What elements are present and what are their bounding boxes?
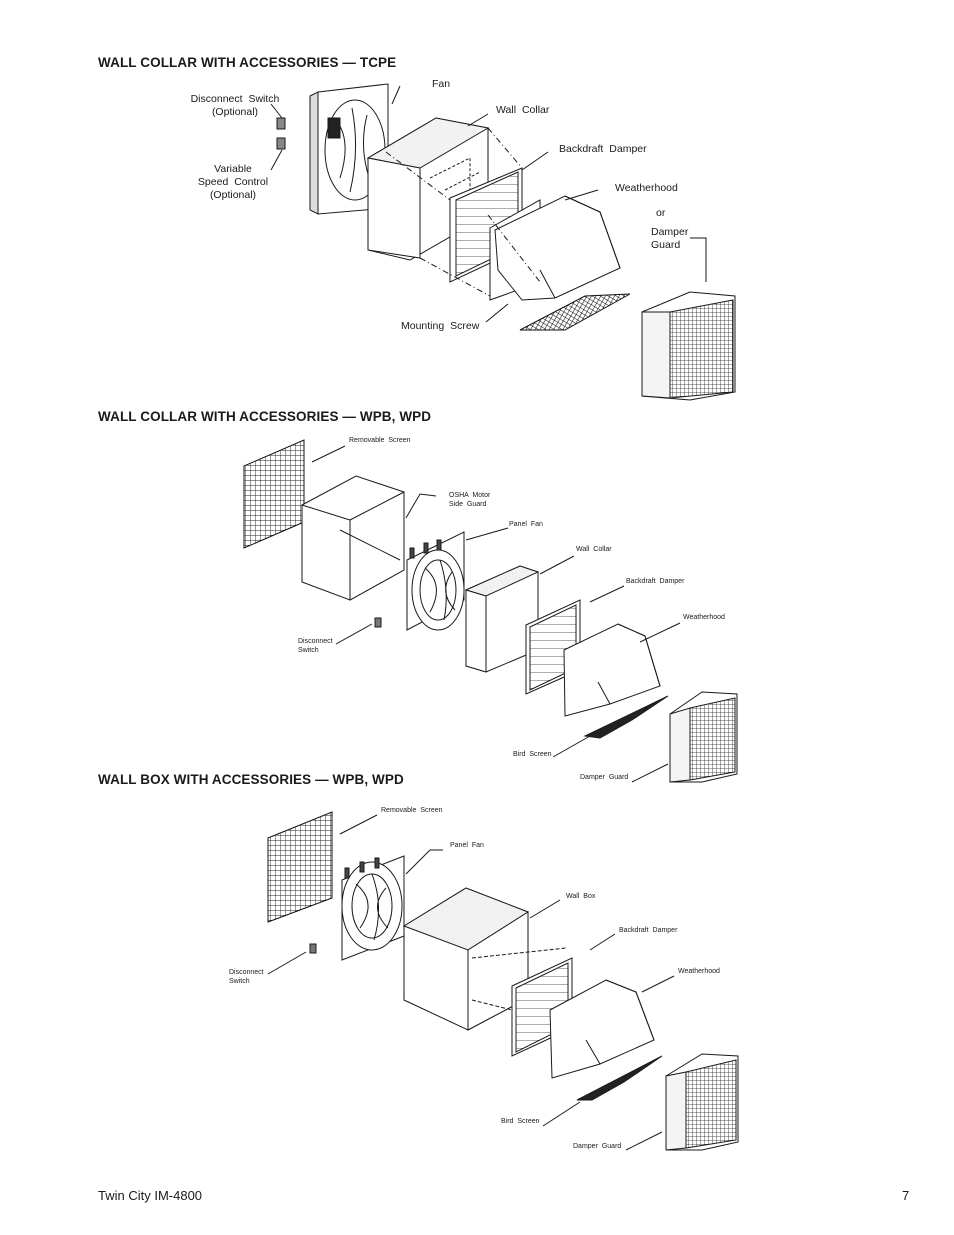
label-damper-guard: Damper Guard bbox=[580, 774, 629, 781]
label-fan: Fan bbox=[432, 78, 451, 90]
label-wall-collar: Wall Collar bbox=[576, 546, 612, 553]
label-variable-speed-control: Variable Speed Control (Optional) bbox=[197, 163, 269, 201]
label-weatherhood: Weatherhood bbox=[678, 968, 720, 975]
label-disconnect-switch: Disconnect Switch (Optional) bbox=[190, 93, 280, 118]
footer-page-number: 7 bbox=[902, 1188, 910, 1203]
label-panel-fan: Panel Fan bbox=[509, 521, 543, 528]
tcpe-diagram bbox=[270, 83, 736, 401]
label-backdraft-damper: Backdraft Damper bbox=[626, 578, 685, 585]
section-title-tcpe: WALL COLLAR WITH ACCESSORIES — TCPE bbox=[98, 55, 397, 70]
wall-collar-wpb-diagram bbox=[243, 439, 738, 783]
label-damper-guard: Damper Guard bbox=[573, 1143, 622, 1150]
label-disconnect-switch: Disconnect Switch bbox=[298, 638, 333, 654]
label-or: or bbox=[656, 207, 666, 219]
label-bird-screen: Bird Screen bbox=[501, 1118, 540, 1125]
footer-document-id: Twin City IM-4800 bbox=[98, 1188, 203, 1203]
label-weatherhood: Weatherhood bbox=[615, 182, 678, 194]
label-disconnect-switch: Disconnect Switch bbox=[229, 969, 264, 985]
section-title-wall-box-wpb: WALL BOX WITH ACCESSORIES — WPB, WPD bbox=[98, 772, 404, 787]
section-title-wall-collar-wpb: WALL COLLAR WITH ACCESSORIES — WPB, WPD bbox=[98, 409, 432, 424]
label-panel-fan: Panel Fan bbox=[450, 842, 484, 849]
label-wall-collar: Wall Collar bbox=[496, 104, 550, 116]
label-removable-screen: Removable Screen bbox=[349, 437, 411, 444]
label-bird-screen: Bird Screen bbox=[513, 751, 552, 758]
label-osha-motor-side-guard: OSHA Motor Side Guard bbox=[449, 492, 491, 508]
label-damper-guard: Damper Guard bbox=[651, 226, 689, 251]
label-backdraft-damper: Backdraft Damper bbox=[619, 927, 678, 934]
label-weatherhood: Weatherhood bbox=[683, 614, 725, 621]
label-backdraft-damper: Backdraft Damper bbox=[559, 143, 647, 155]
wall-box-wpb-diagram bbox=[267, 811, 739, 1151]
label-wall-box: Wall Box bbox=[566, 893, 596, 900]
label-mounting-screw: Mounting Screw bbox=[401, 320, 480, 332]
label-removable-screen: Removable Screen bbox=[381, 807, 443, 814]
